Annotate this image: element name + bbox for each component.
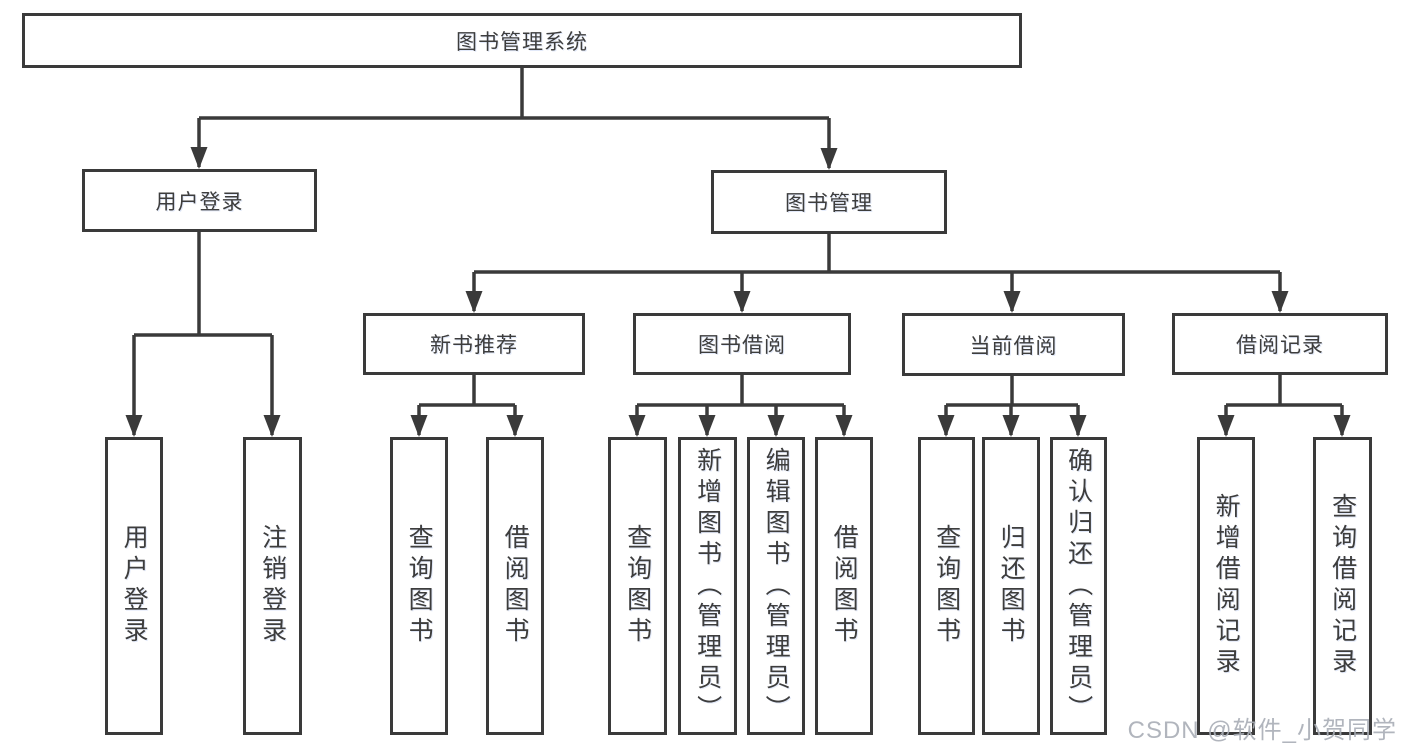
leaf-recommend-query-book-label: 查询图书 <box>405 524 434 648</box>
leaf-records-query-record-label: 查询借阅记录 <box>1328 493 1357 679</box>
node-book-borrow: 图书借阅 <box>633 313 851 375</box>
leaf-records-add-record-label: 新增借阅记录 <box>1212 493 1241 679</box>
leaf-borrow-edit-book-admin-label: 编辑图书（管理员） <box>762 446 791 726</box>
leaf-current-confirm-return-admin-label: 确认归还（管理员） <box>1064 446 1093 726</box>
leaf-borrow-borrow-book: 借阅图书 <box>815 437 873 735</box>
arrowhead <box>1271 291 1289 313</box>
leaf-current-confirm-return-admin: 确认归还（管理员） <box>1050 437 1107 735</box>
leaf-current-return-book-label: 归还图书 <box>997 524 1026 648</box>
leaf-borrow-add-book-admin-label: 新增图书（管理员） <box>693 446 722 726</box>
node-current-borrow-label: 当前借阅 <box>969 334 1058 358</box>
node-borrow-records-label: 借阅记录 <box>1236 334 1324 357</box>
node-root-label: 图书管理系统 <box>456 30 588 54</box>
leaf-recommend-borrow-book: 借阅图书 <box>486 437 544 735</box>
node-borrow-records: 借阅记录 <box>1172 313 1388 375</box>
leaf-user-login-label: 用户登录 <box>120 524 149 648</box>
leaf-recommend-query-book: 查询图书 <box>390 437 448 735</box>
leaf-borrow-add-book-admin: 新增图书（管理员） <box>678 437 737 735</box>
arrowhead <box>1217 415 1235 437</box>
arrowhead <box>1333 415 1351 437</box>
arrowhead <box>767 415 785 437</box>
arrowhead <box>698 415 716 437</box>
leaf-user-login: 用户登录 <box>105 437 163 735</box>
leaf-records-query-record: 查询借阅记录 <box>1313 437 1372 735</box>
node-root: 图书管理系统 <box>22 13 1022 68</box>
leaf-current-query-book-label: 查询图书 <box>932 524 961 648</box>
watermark: CSDN @软件_小贺同学 <box>1127 717 1397 744</box>
leaf-borrow-query-book: 查询图书 <box>608 437 667 735</box>
arrowhead <box>410 415 428 437</box>
leaf-borrow-query-book-label: 查询图书 <box>623 524 652 648</box>
node-new-book-recommend: 新书推荐 <box>363 313 585 375</box>
node-book-management: 图书管理 <box>711 170 947 234</box>
arrowhead <box>465 291 483 313</box>
arrowhead <box>190 147 208 169</box>
arrowhead <box>1003 291 1021 313</box>
arrowhead <box>263 415 281 437</box>
node-book-borrow-label: 图书借阅 <box>698 334 786 357</box>
leaf-borrow-borrow-book-label: 借阅图书 <box>830 524 859 648</box>
arrowhead <box>835 415 853 437</box>
leaf-current-return-book: 归还图书 <box>982 437 1040 735</box>
arrowhead <box>1002 415 1020 437</box>
node-current-borrow: 当前借阅 <box>902 313 1125 376</box>
node-new-book-recommend-label: 新书推荐 <box>430 334 518 357</box>
node-user-login: 用户登录 <box>82 169 317 232</box>
arrowhead <box>937 415 955 437</box>
node-book-management-label: 图书管理 <box>785 192 873 215</box>
node-user-login-label: 用户登录 <box>155 190 244 214</box>
leaf-recommend-borrow-book-label: 借阅图书 <box>501 524 530 648</box>
arrowhead <box>125 415 143 437</box>
arrowhead <box>506 415 524 437</box>
leaf-records-add-record: 新增借阅记录 <box>1197 437 1255 735</box>
leaf-borrow-edit-book-admin: 编辑图书（管理员） <box>747 437 805 735</box>
leaf-current-query-book: 查询图书 <box>918 437 975 735</box>
arrowhead <box>820 148 838 170</box>
leaf-logout: 注销登录 <box>243 437 302 735</box>
arrowhead <box>733 291 751 313</box>
arrowhead <box>628 415 646 437</box>
leaf-logout-label: 注销登录 <box>258 524 287 648</box>
arrowhead <box>1069 415 1087 437</box>
